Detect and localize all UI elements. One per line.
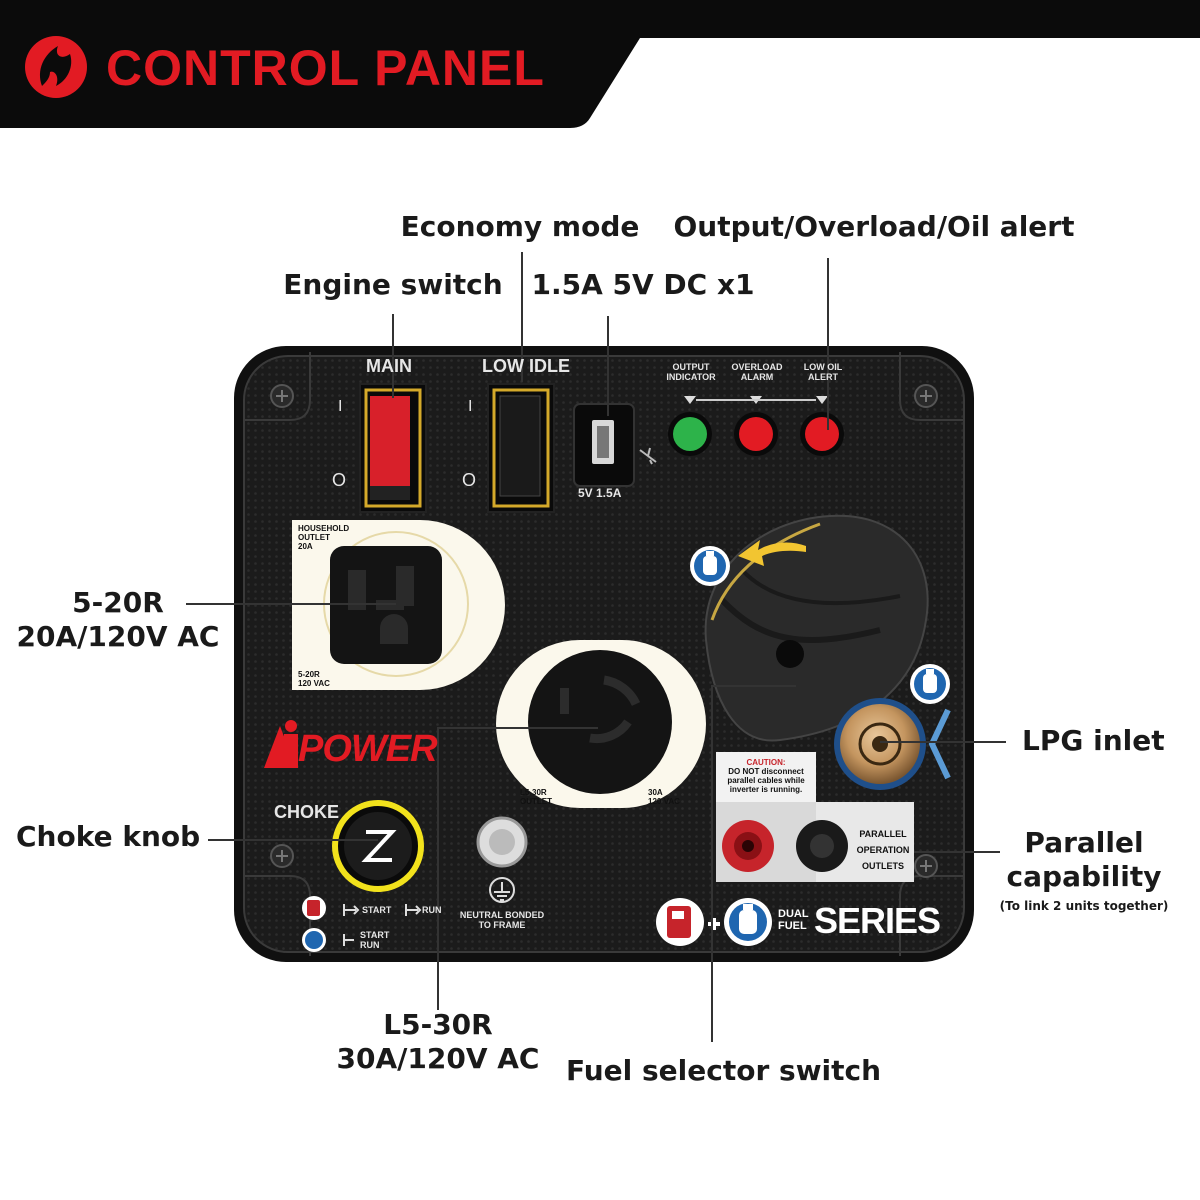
- usb-port[interactable]: [573, 403, 635, 487]
- indicator-overload-text: OVERLOAD ALARM: [726, 362, 788, 382]
- parallel-label-line1: Parallel: [1024, 826, 1144, 859]
- series-small-line2: FUEL: [778, 920, 807, 932]
- dual-fuel-logo-icon: [656, 898, 772, 946]
- choke-knob[interactable]: [332, 800, 424, 892]
- indicator-overload-line1: OVERLOAD: [731, 362, 783, 372]
- caution-line1: DO NOT disconnect: [728, 767, 804, 776]
- choke-start-text: START: [362, 905, 392, 915]
- indicator-overload-line2: ALARM: [740, 372, 774, 382]
- usb-label: 1.5A 5V DC x1: [531, 268, 755, 301]
- main-switch-text: MAIN: [366, 356, 412, 376]
- parallel-outlets-line1: PARALLEL: [859, 829, 907, 839]
- twistlock-right-line1: 30A: [648, 788, 663, 797]
- usb-icon: [639, 447, 657, 465]
- engine-switch[interactable]: [359, 383, 427, 513]
- ground-terminal[interactable]: [476, 816, 528, 868]
- flame-logo-icon: [25, 36, 87, 98]
- household-outlet-line2: OUTLET: [298, 533, 330, 542]
- main-off-symbol: O: [332, 470, 347, 490]
- main-on-symbol: I: [338, 398, 343, 415]
- household-rating-line2: 120 VAC: [298, 679, 330, 688]
- parallel-outlets-line3: OUTLETS: [862, 861, 904, 871]
- twistlock-left-line2: OUTLET: [520, 797, 552, 806]
- ground-icon: [489, 877, 515, 903]
- engine-switch-label: Engine switch: [283, 268, 503, 301]
- indicator-output-line2: INDICATOR: [666, 372, 716, 382]
- parallel-outlets-line2: OPERATION: [856, 845, 910, 855]
- brand-logo-icon: [264, 720, 298, 768]
- low-idle-text: LOW IDLE: [482, 356, 570, 376]
- economy-mode-label: Economy mode: [400, 210, 640, 243]
- ground-text: NEUTRAL BONDED TO FRAME: [448, 910, 556, 930]
- household-outlet-line1: HOUSEHOLD: [298, 524, 350, 533]
- caution-title: CAUTION:: [746, 758, 786, 767]
- twistlock-left-line1: L5-30R: [520, 788, 547, 797]
- caution-line2: parallel cables while: [727, 776, 805, 785]
- fuel-direction-arrow-icon: [738, 540, 806, 566]
- indicator-low-oil-line2: ALERT: [808, 372, 838, 382]
- parallel-capability-label: Parallel capability (To link 2 units tog…: [992, 826, 1176, 914]
- outlet-l5-30r-label: L5-30R 30A/120V AC: [330, 1008, 546, 1075]
- twist-lock-outlet-l5-30r[interactable]: [496, 640, 706, 808]
- twistlock-right-line2: 120 VAC: [648, 797, 680, 806]
- household-outlet-line3: 20A: [298, 542, 313, 551]
- series-text: SERIES: [814, 900, 941, 941]
- outlet-5-20r-label: 5-20R 20A/120V AC: [10, 586, 226, 653]
- choke-knob-label: Choke knob: [16, 820, 201, 853]
- page-title: CONTROL PANEL: [106, 40, 545, 96]
- alerts-label: Output/Overload/Oil alert: [673, 210, 1075, 243]
- household-outlet-5-20r[interactable]: [292, 520, 505, 690]
- parallel-label-line2: capability: [1006, 859, 1162, 893]
- household-rating-line1: 5-20R: [298, 670, 320, 679]
- lpg-inlet[interactable]: [834, 698, 951, 790]
- series-small-line1: DUAL: [778, 908, 809, 920]
- outlet-l5-30r-label-line1: L5-30R: [383, 1008, 493, 1041]
- ground-line1: NEUTRAL BONDED: [459, 910, 545, 920]
- indicator-low-oil-line1: LOW OIL: [803, 362, 843, 372]
- panel-screws: [270, 384, 938, 878]
- caution-text: CAUTION: DO NOT disconnect parallel cabl…: [718, 758, 814, 794]
- choke-start-run-text: START RUN: [360, 930, 389, 950]
- usb-rating-text: 5V 1.5A: [578, 486, 622, 500]
- ground-line2: TO FRAME: [478, 920, 526, 930]
- choke-start-run-line2: RUN: [360, 940, 380, 950]
- economy-mode-switch[interactable]: [487, 383, 555, 513]
- outlet-5-20r-label-line2: 20A/120V AC: [16, 619, 220, 653]
- parallel-outlets-text: PARALLEL OPERATION OUTLETS: [852, 826, 914, 874]
- caution-line3: inverter is running.: [729, 785, 803, 794]
- indicator-output-line1: OUTPUT: [672, 362, 710, 372]
- fuel-icons-choke-legend: [302, 896, 422, 952]
- choke-run-text: RUN: [422, 905, 442, 915]
- series-small-text: DUAL FUEL: [778, 908, 809, 932]
- indicator-low-oil-text: LOW OIL ALERT: [792, 362, 854, 382]
- header-bar: [0, 0, 1200, 128]
- household-outlet-text: HOUSEHOLD OUTLET 20A: [298, 524, 349, 551]
- choke-text: CHOKE: [274, 802, 340, 822]
- twistlock-left-text: L5-30R OUTLET: [520, 788, 552, 806]
- lpg-inlet-label: LPG inlet: [1022, 724, 1165, 757]
- callout-leader-lines: [186, 252, 1006, 1042]
- outlet-l5-30r-label-line2: 30A/120V AC: [336, 1041, 540, 1075]
- fuel-selector-switch[interactable]: [704, 514, 929, 742]
- indicator-lights: [668, 396, 844, 456]
- household-rating-text: 5-20R 120 VAC: [298, 670, 330, 688]
- indicator-output-text: OUTPUT INDICATOR: [660, 362, 722, 382]
- parallel-outlets[interactable]: [722, 820, 848, 872]
- choke-start-run-line1: START: [360, 930, 390, 940]
- lpg-tank-icon: [690, 546, 950, 704]
- brand-text: POWER: [298, 728, 438, 770]
- outlet-5-20r-label-line1: 5-20R: [72, 586, 164, 619]
- fuel-selector-label: Fuel selector switch: [566, 1054, 882, 1087]
- idle-on-symbol: I: [468, 398, 473, 415]
- idle-off-symbol: O: [462, 470, 477, 490]
- parallel-label-note: (To link 2 units together): [999, 899, 1169, 914]
- twistlock-right-text: 30A 120 VAC: [648, 788, 680, 806]
